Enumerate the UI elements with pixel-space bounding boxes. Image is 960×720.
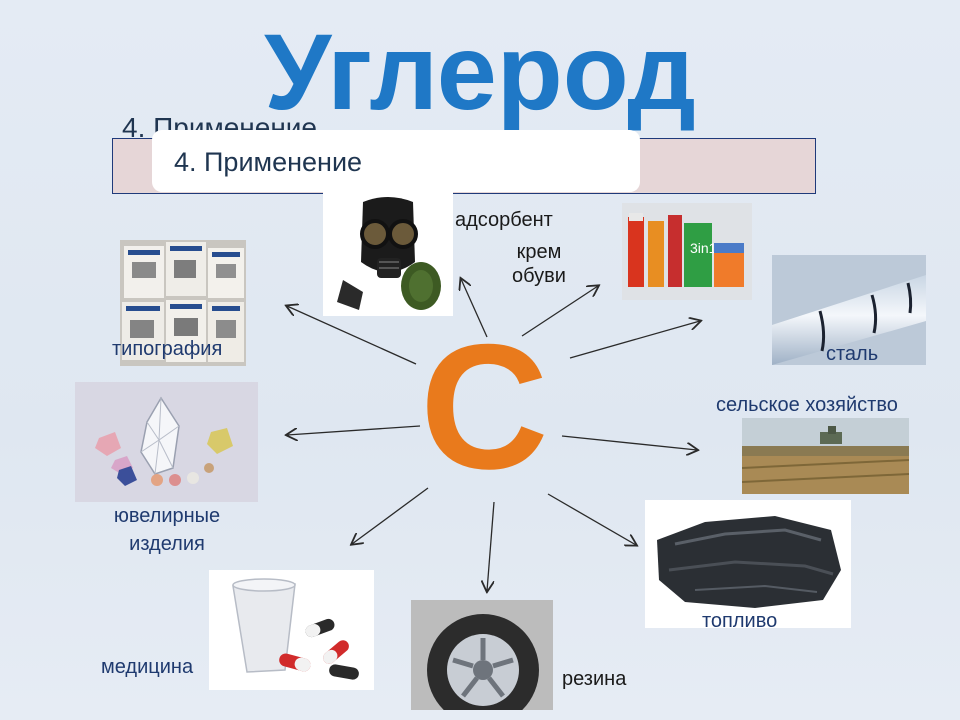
label-jewelry-line2: изделия <box>129 533 205 555</box>
label-shoe-cream-line1: крем <box>516 241 562 263</box>
label-fuel: топливо <box>702 610 778 632</box>
label-printing: типография <box>112 338 223 360</box>
carbon-symbol: C <box>420 307 549 506</box>
field-image <box>742 418 909 494</box>
newspapers-image <box>120 240 246 366</box>
coal-image <box>645 500 851 628</box>
label-medicine: медицина <box>101 656 194 678</box>
subtitle-front: 4. Применение <box>174 147 363 177</box>
slide-title: Углерод <box>264 11 696 132</box>
label-adsorbent: адсорбент <box>455 209 553 231</box>
shoe-cream-image: 3in1 <box>622 203 752 300</box>
label-jewelry: ювелирные изделия <box>90 502 244 558</box>
label-agriculture: сельское хозяйство <box>716 394 898 416</box>
arrow-jewelry <box>287 425 421 435</box>
svg-text:3in1: 3in1 <box>690 240 717 256</box>
label-jewelry-line1: ювелирные <box>113 505 221 527</box>
pills-image <box>209 570 374 690</box>
label-rubber: резина <box>562 668 627 690</box>
label-shoe-cream-line2: обуви <box>512 264 566 287</box>
label-steel: сталь <box>826 343 879 365</box>
diamonds-image <box>75 382 258 502</box>
arrow-fuel <box>547 493 636 545</box>
arrow-rubber <box>487 501 495 591</box>
gas-mask-image <box>323 192 453 316</box>
tire-image <box>411 600 553 710</box>
arrow-medicine <box>352 487 429 544</box>
label-shoe-cream: крем обуви <box>504 241 574 288</box>
arrow-steel <box>569 321 700 359</box>
steel-pipe-image <box>772 255 926 365</box>
subtitle-card <box>152 130 640 192</box>
arrow-agriculture <box>561 435 697 450</box>
